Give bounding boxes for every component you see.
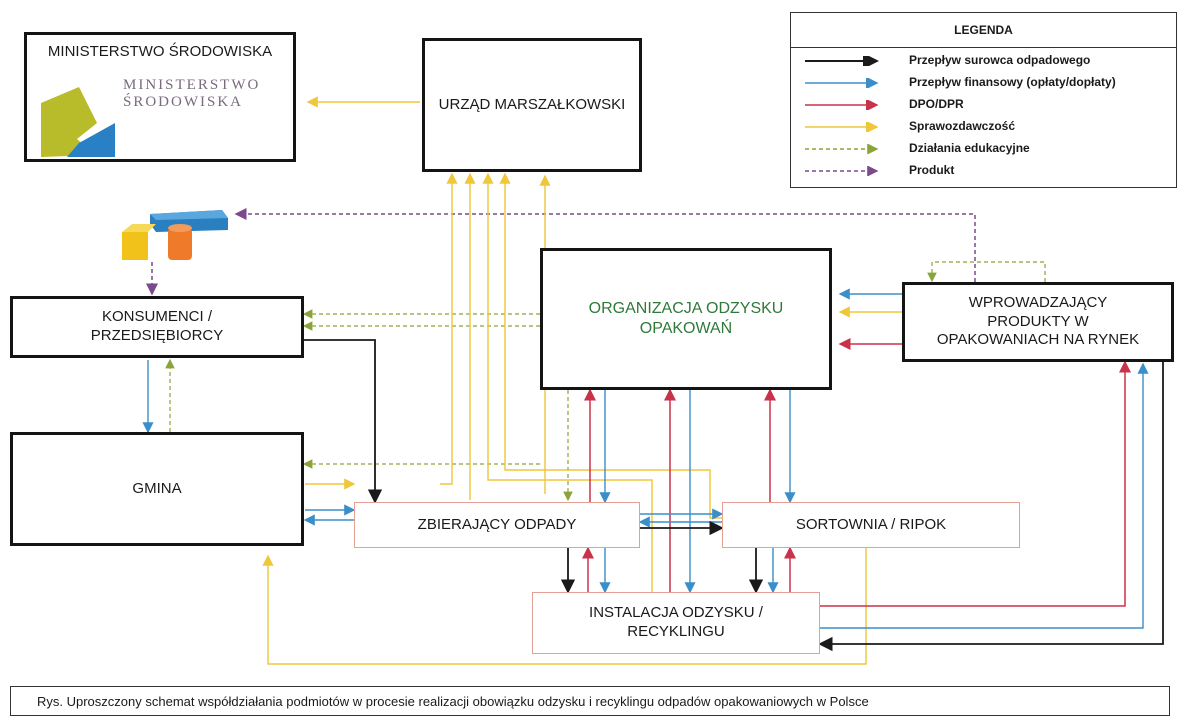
organizacja-label-2: OPAKOWAŃ — [639, 320, 733, 337]
legend-box: LEGENDA Przepływ surowca odpadowego Prze… — [790, 12, 1177, 188]
legend-label-education: Działania edukacyjne — [909, 141, 1030, 155]
instalacja-label-2: RECYKLINGU — [627, 623, 725, 640]
legend-line-product — [805, 166, 879, 176]
ministry-logo-text: MINISTERSTWO ŚRODOWISKA — [123, 77, 261, 111]
legend-label-product: Produkt — [909, 163, 955, 177]
gmina-box: GMINA — [10, 432, 304, 546]
legend-label-reporting: Sprawozdawczość — [909, 119, 1016, 133]
legend-label-financial: Przepływ finansowy (opłaty/dopłaty) — [909, 75, 1116, 89]
konsumenci-label-1: KONSUMENCI / — [101, 308, 212, 326]
ministry-title: MINISTERSTWO ŚRODOWISKA — [47, 43, 273, 60]
wprowadzajacy-label-3: OPAKOWANIACH NA RYNEK — [936, 331, 1140, 349]
legend-line-education — [805, 144, 879, 154]
ministry-box: MINISTERSTWO ŚRODOWISKA MINISTERSTWO ŚRO… — [24, 32, 296, 162]
organizacja-box: ORGANIZACJA ODZYSKU OPAKOWAŃ — [540, 248, 832, 390]
organizacja-label-1: ORGANIZACJA ODZYSKU — [588, 300, 784, 317]
instalacja-label-1: INSTALACJA ODZYSKU / — [589, 604, 763, 622]
sortownia-label: SORTOWNIA / RIPOK — [795, 515, 947, 533]
figure-caption: Rys. Uproszczony schemat współdziałania … — [10, 686, 1170, 716]
zbierajacy-box: ZBIERAJĄCY ODPADY — [354, 502, 640, 548]
sortownia-box: SORTOWNIA / RIPOK — [722, 502, 1020, 548]
instalacja-box: INSTALACJA ODZYSKU / RECYKLINGU — [532, 592, 820, 654]
legend-line-reporting — [805, 122, 879, 132]
legend-title: LEGENDA — [791, 13, 1176, 48]
legend-line-financial — [805, 78, 879, 88]
konsumenci-box: KONSUMENCI / PRZEDSIĘBIORCY — [10, 296, 304, 358]
legend-line-waste — [805, 56, 879, 66]
legend-label-dpo: DPO/DPR — [909, 97, 964, 111]
product-goods-icon — [122, 210, 228, 260]
urzad-label: URZĄD MARSZAŁKOWSKI — [438, 95, 626, 113]
ministry-logo-icon — [41, 87, 115, 157]
gmina-label: GMINA — [132, 479, 182, 497]
legend-line-dpo — [805, 100, 879, 110]
wprowadzajacy-label-2: PRODUKTY W — [987, 312, 1089, 330]
zbierajacy-label: ZBIERAJĄCY ODPADY — [417, 515, 577, 533]
wprowadzajacy-label-1: WPROWADZAJĄCY — [968, 293, 1108, 311]
konsumenci-label-2: PRZEDSIĘBIORCY — [90, 327, 224, 344]
legend-label-waste: Przepływ surowca odpadowego — [909, 53, 1091, 67]
wprowadzajacy-box: WPROWADZAJĄCY PRODUKTY W OPAKOWANIACH NA… — [902, 282, 1174, 362]
urzad-marszalkowski-box: URZĄD MARSZAŁKOWSKI — [422, 38, 642, 172]
